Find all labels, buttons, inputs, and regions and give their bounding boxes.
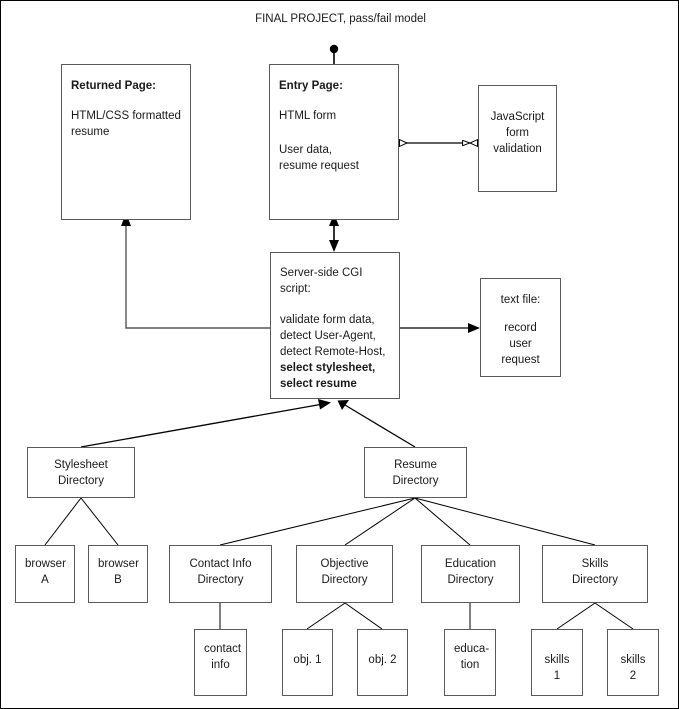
node-skills-directory[interactable]: Skills Directory	[542, 545, 648, 603]
objective-directory-label: Objective Directory	[320, 558, 369, 586]
node-objective-directory[interactable]: Objective Directory	[296, 545, 393, 603]
node-javascript-validation[interactable]: JavaScript form validation	[478, 85, 557, 192]
resume-directory-label: Resume Directory	[392, 459, 439, 487]
node-obj-2[interactable]: obj. 2	[357, 629, 408, 696]
connector-cgi-to-text-file	[399, 323, 480, 333]
node-education-file[interactable]: educa- tion	[444, 629, 496, 696]
diagram-title: FINAL PROJECT, pass/fail model	[255, 13, 426, 25]
skills-2-label: skills 2	[620, 654, 646, 682]
returned-page-heading: Returned Page:	[71, 80, 156, 92]
connector-objective-dir-to-obj-1	[306, 602, 346, 630]
connector-stylesheet-dir-to-cgi	[80, 399, 331, 448]
obj-1-label: obj. 1	[293, 654, 322, 666]
node-contact-info-directory[interactable]: Contact Info Directory	[169, 545, 272, 603]
connector-skills-dir-to-skills-2	[594, 602, 634, 630]
connector-resume-dir-to-education-dir	[414, 497, 471, 546]
node-resume-directory[interactable]: Resume Directory	[364, 447, 467, 498]
connector-entry-page-to-cgi	[329, 214, 339, 252]
node-skills-2[interactable]: skills 2	[607, 629, 659, 696]
node-browser-a[interactable]: browser A	[15, 545, 75, 603]
skills-1-label: skills 1	[544, 654, 570, 682]
contact-info-file-label: contact info	[204, 643, 242, 671]
education-file-label: educa- tion	[454, 643, 490, 671]
cgi-script-body-bold: select stylesheet, select resume	[280, 362, 376, 390]
connector-resume-dir-to-skills-dir	[414, 497, 596, 546]
text-file-heading: text file:	[500, 294, 541, 306]
connector-resume-dir-to-cgi	[337, 400, 416, 448]
cgi-script-body-plain: validate form data, detect User-Agent, d…	[280, 314, 386, 358]
connector-resume-dir-to-objective-dir	[344, 497, 416, 546]
connector-resume-dir-to-contact-info-dir	[219, 497, 416, 546]
entry-page-body-2: User data, resume request	[279, 144, 359, 172]
entry-page-heading: Entry Page:	[279, 80, 343, 92]
node-education-directory[interactable]: Education Directory	[421, 545, 520, 603]
skills-directory-label: Skills Directory	[571, 558, 618, 586]
browser-b-label: browser B	[98, 558, 139, 586]
node-browser-b[interactable]: browser B	[88, 545, 148, 603]
javascript-validation-label: JavaScript form validation	[490, 111, 545, 155]
connector-objective-dir-to-obj-2	[344, 602, 383, 630]
node-cgi-script[interactable]: Server-side CGI script: validate form da…	[270, 252, 400, 399]
entry-page-body-1: HTML form	[279, 110, 337, 122]
node-entry-page[interactable]: Entry Page: HTML form User data, resume …	[269, 64, 399, 220]
connector-entry-page-to-javascript	[399, 138, 478, 148]
node-stylesheet-directory[interactable]: Stylesheet Directory	[27, 447, 135, 498]
node-contact-info-file[interactable]: contact info	[194, 629, 247, 696]
education-directory-label: Education Directory	[444, 558, 497, 586]
node-obj-1[interactable]: obj. 1	[282, 629, 333, 696]
browser-a-label: browser A	[25, 558, 66, 586]
connector-stylesheet-dir-to-browser-b	[80, 497, 119, 546]
node-skills-1[interactable]: skills 1	[531, 629, 583, 696]
connector-skills-dir-to-skills-1	[556, 602, 596, 630]
connector-cgi-to-returned-page	[121, 213, 270, 329]
connector-start-to-entry-page	[329, 44, 339, 64]
stylesheet-directory-label: Stylesheet Directory	[54, 459, 108, 487]
cgi-script-heading: Server-side CGI script:	[280, 267, 363, 295]
returned-page-body: HTML/CSS formatted resume	[71, 110, 181, 138]
connector-stylesheet-dir-to-browser-a	[44, 497, 82, 546]
text-file-body: record user request	[501, 322, 540, 366]
contact-info-directory-label: Contact Info Directory	[189, 558, 252, 586]
node-returned-page[interactable]: Returned Page: HTML/CSS formatted resume	[61, 64, 191, 220]
obj-2-label: obj. 2	[368, 654, 397, 666]
node-text-file[interactable]: text file: record user request	[480, 278, 561, 377]
